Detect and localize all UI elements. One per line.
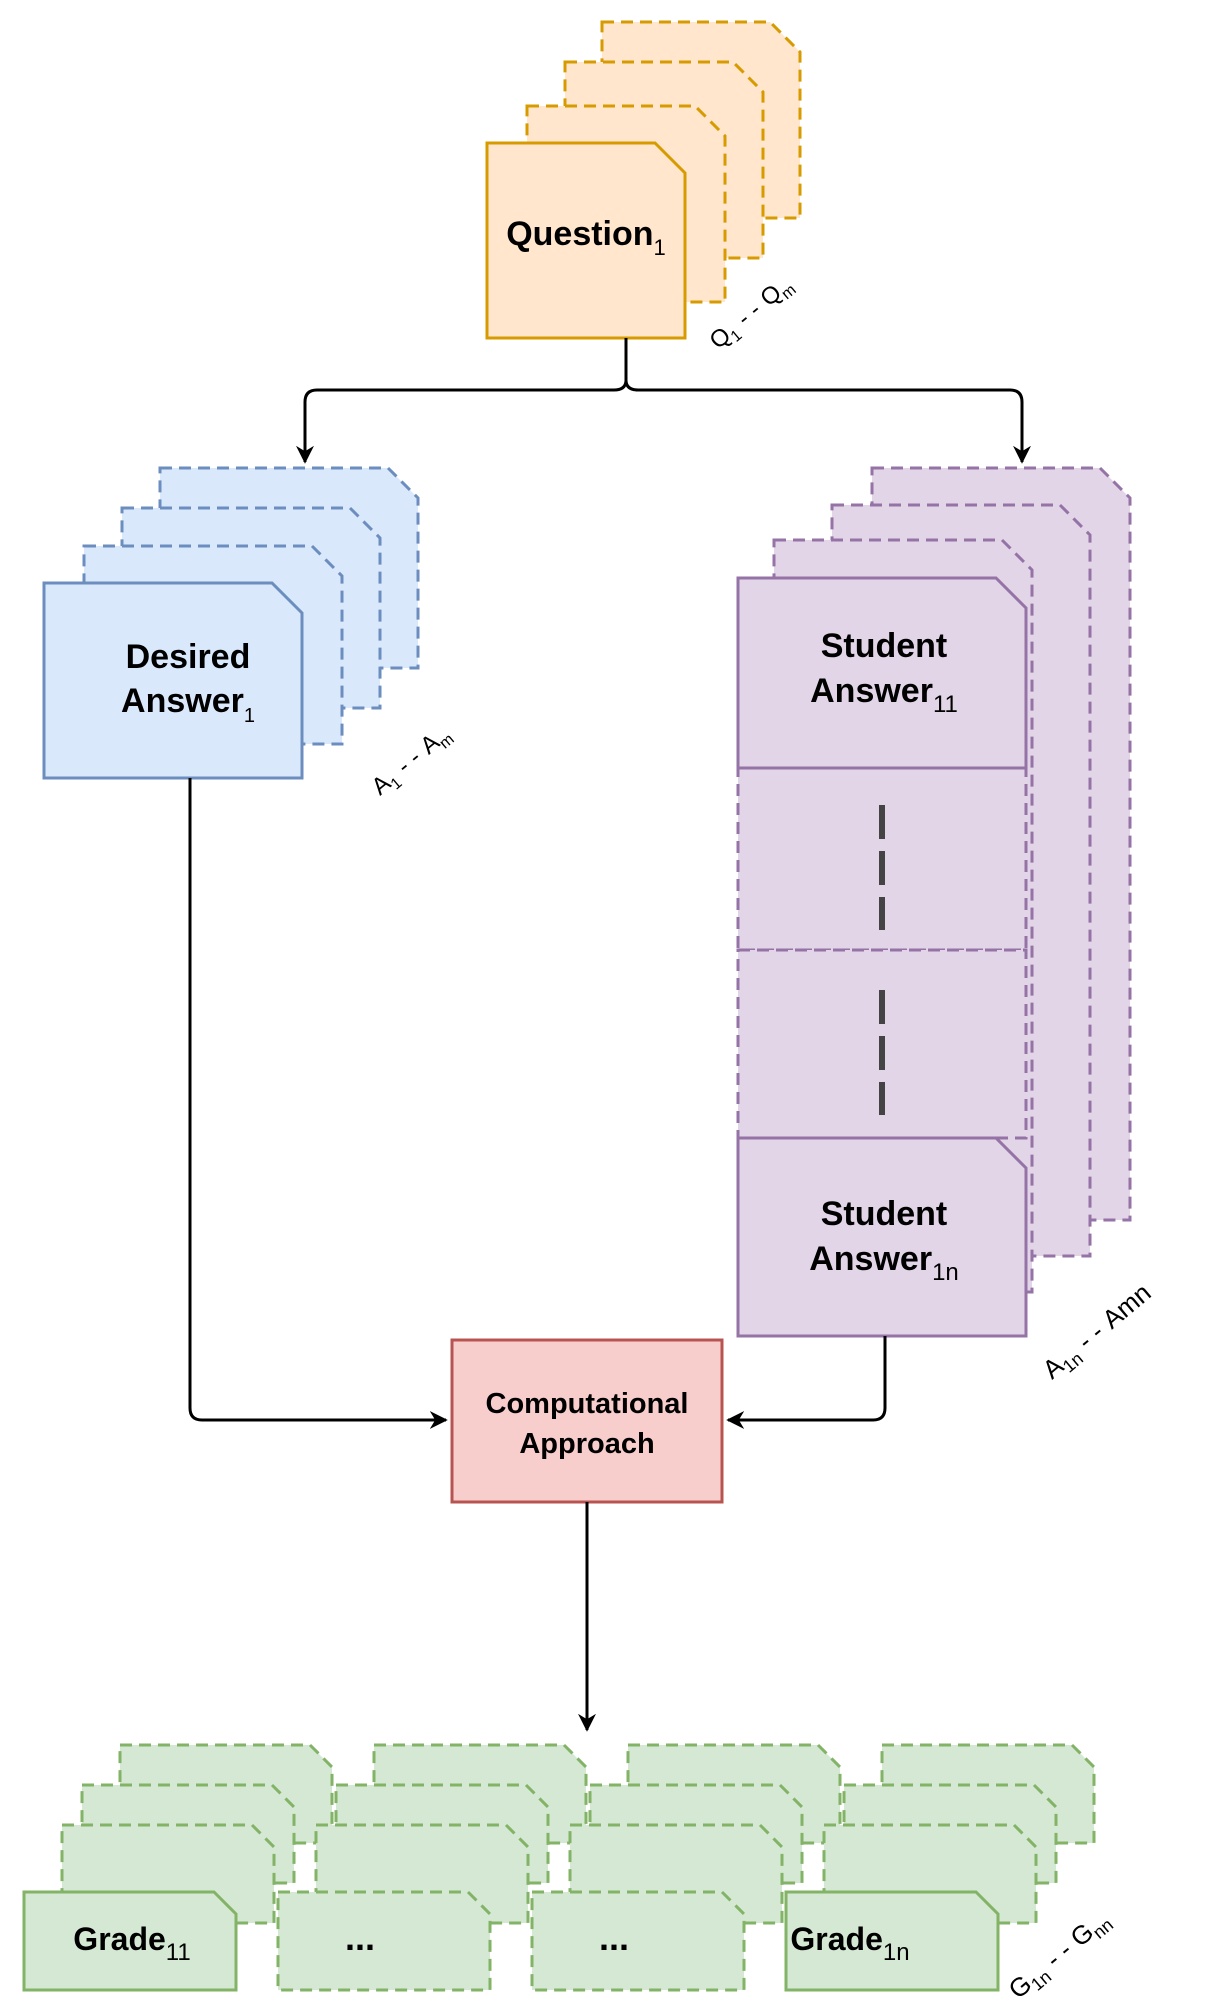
arrow-student-to-approach	[726, 1336, 887, 1429]
question-stack: Question1 Q1- -Qm	[485, 20, 802, 355]
grade-ellipsis-2: ...	[599, 1917, 629, 1958]
grades-stack	[22, 1743, 1096, 1992]
desired-answer-stack: Desired Answer1 A1- -Am	[42, 466, 458, 803]
arrow-question-to-student	[624, 379, 1031, 464]
student-answer-bottom-label-line1: Student	[821, 1195, 948, 1233]
grade-card-layer4-col3	[530, 1890, 746, 1992]
desired-answer-label-line2: Answer1	[121, 682, 255, 727]
desired-answer-card	[42, 581, 304, 780]
computational-approach-line2: Approach	[519, 1428, 654, 1460]
question-card	[485, 141, 687, 340]
student-answer-bottom-label-line2: Answer1n	[809, 1240, 959, 1286]
computational-approach-line1: Computational	[486, 1388, 689, 1420]
grade-ellipsis-1: ...	[345, 1917, 375, 1958]
student-answer-top-label-line1: Student	[821, 627, 948, 665]
grade-card-layer4-col2	[276, 1890, 492, 1992]
student-answer-top-card	[736, 576, 1028, 770]
grade-card-layer4-col1	[22, 1890, 238, 1992]
desired-range-label: A1- -Am	[367, 720, 458, 803]
desired-answer-label-line1: Desired	[126, 638, 251, 676]
grade-first-label: Grade11	[73, 1921, 190, 1966]
computational-approach: Computational Approach	[450, 1338, 724, 1504]
student-answer-top-label-line2: Answer11	[810, 672, 958, 718]
computational-approach-box	[450, 1338, 724, 1504]
arrow-question-to-desired	[296, 379, 628, 464]
grade-card-layer4-col4	[784, 1890, 1000, 1992]
arrow-desired-to-approach	[188, 778, 448, 1429]
student-answer-bottom-card	[736, 1136, 1028, 1338]
connectors	[188, 338, 1031, 1732]
student-answer-stack: Student Answer11 Student Answer1n A1n- -…	[736, 466, 1160, 1388]
grade-last-label: Grade1n	[790, 1921, 909, 1966]
question-label: Question1	[506, 215, 666, 260]
student-range-label: A1n- -Amn	[1037, 1277, 1160, 1388]
